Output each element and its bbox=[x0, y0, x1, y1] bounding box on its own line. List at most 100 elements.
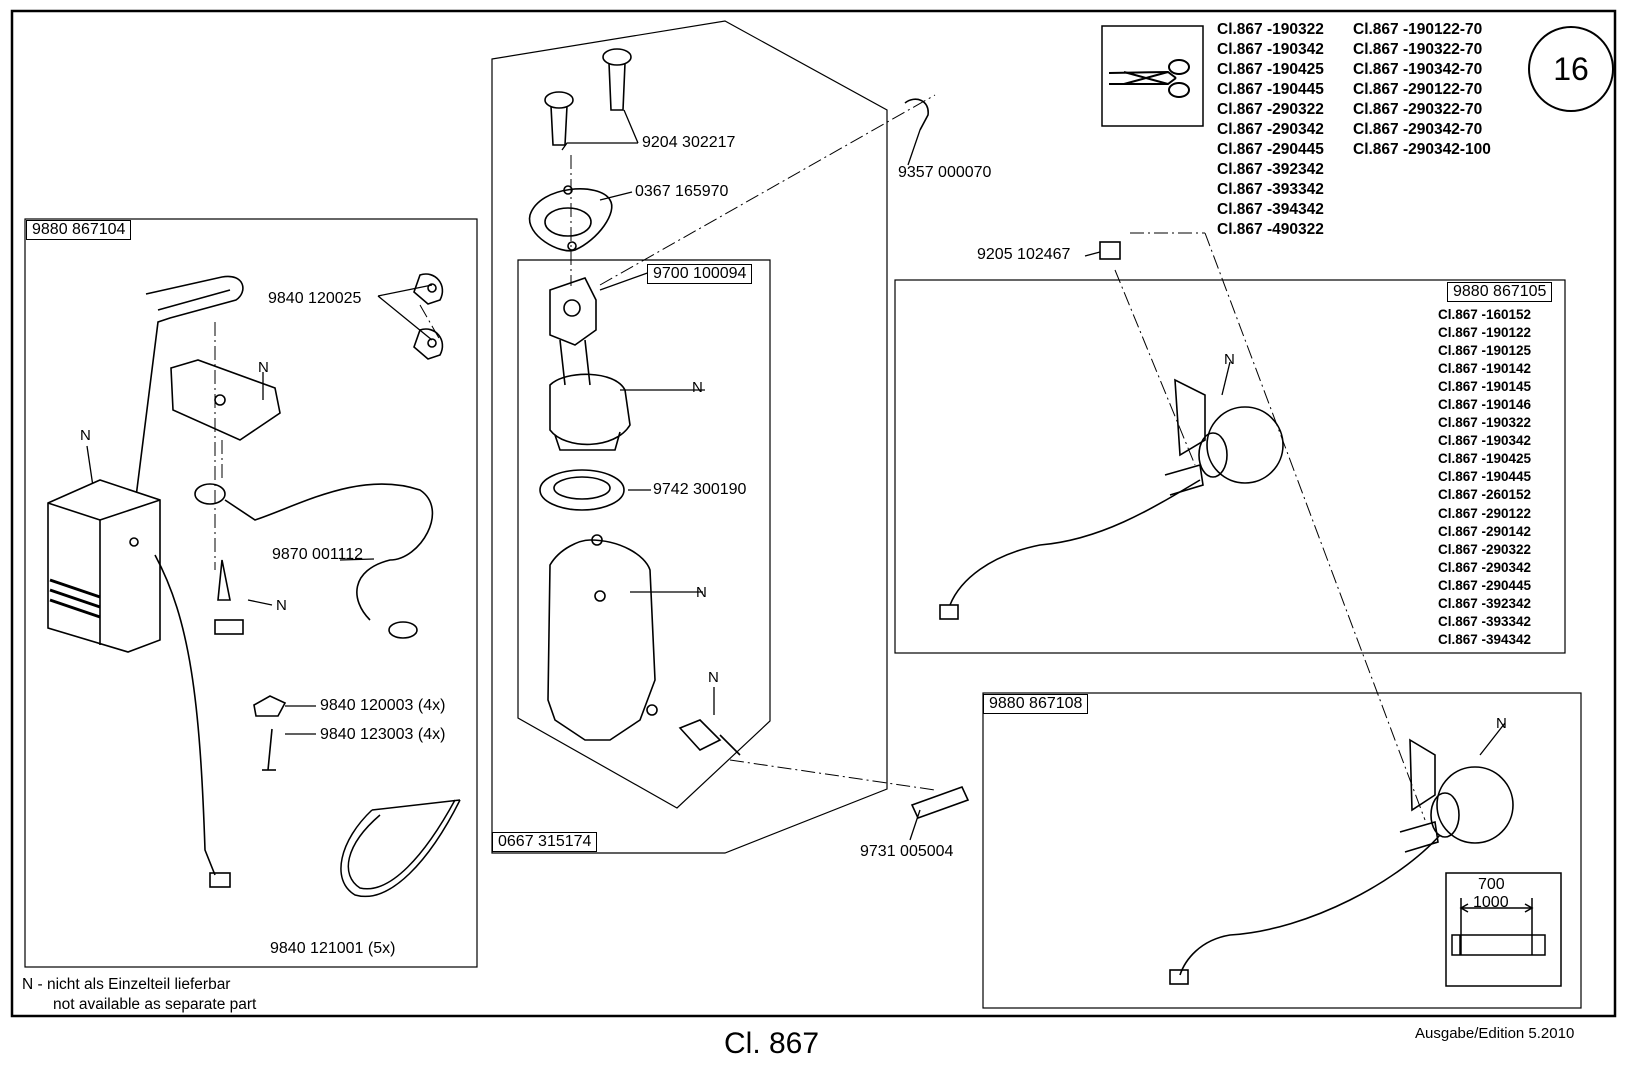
n-marker: N bbox=[692, 379, 703, 396]
class-item: Cl.867 -392342 bbox=[1217, 161, 1324, 178]
bracket-part bbox=[170, 359, 281, 441]
part-label-9840-120025: 9840 120025 bbox=[268, 290, 362, 307]
class-item: Cl.867 -490322 bbox=[1217, 221, 1324, 238]
frame-9700-100094 bbox=[517, 259, 771, 809]
n-marker: N bbox=[1224, 351, 1235, 368]
part-label-9840-123003: 9840 123003 (4x) bbox=[320, 726, 446, 743]
dimension-box bbox=[1445, 872, 1562, 987]
assembly-867105-class-list: Cl.867 -160152 Cl.867 -190122 Cl.867 -19… bbox=[1438, 306, 1531, 649]
class-item: Cl.867 -190342-70 bbox=[1353, 61, 1483, 78]
class-item: Cl.867 -190425 bbox=[1217, 61, 1324, 78]
class-item: Cl.867 -392342 bbox=[1438, 595, 1532, 611]
assembly-label-315174: 0667 315174 bbox=[492, 832, 598, 852]
class-item: Cl.867 -160152 bbox=[1438, 307, 1532, 322]
class-item: Cl.867 -394342 bbox=[1217, 201, 1324, 218]
sheet-title: Cl. 867 bbox=[724, 1027, 820, 1060]
flange-part bbox=[528, 185, 613, 252]
class-item: Cl.867 -190145 bbox=[1438, 379, 1532, 395]
class-item: Cl.867 -290122-70 bbox=[1353, 81, 1483, 98]
class-item: Cl.867 -290142 bbox=[1438, 523, 1532, 539]
class-item: Cl.867 -190125 bbox=[1438, 343, 1532, 359]
part-label-9840-121001: 9840 121001 (5x) bbox=[270, 940, 396, 957]
housing-part bbox=[547, 534, 658, 741]
class-item: Cl.867 -190146 bbox=[1438, 397, 1532, 413]
setscrew-9205 bbox=[1099, 241, 1121, 260]
part-label-9870-001112: 9870 001112 bbox=[272, 546, 364, 563]
assembly-label-100094: 9700 100094 bbox=[647, 264, 753, 284]
dimension-drawing bbox=[1451, 898, 1546, 956]
clamp-parts bbox=[413, 273, 444, 360]
page-number: 16 bbox=[1528, 26, 1614, 112]
class-item: Cl.867 -190322-70 bbox=[1353, 41, 1483, 58]
part-label-9357-000070: 9357 000070 bbox=[898, 164, 992, 181]
class-item: Cl.867 -290122 bbox=[1438, 505, 1532, 521]
sheet-frame bbox=[10, 9, 1617, 1018]
n-marker: N bbox=[1496, 715, 1507, 732]
frame-9880-867108 bbox=[982, 692, 1582, 1009]
class-item: Cl.867 -290342 bbox=[1438, 559, 1532, 575]
class-item: Cl.867 -190342 bbox=[1217, 41, 1324, 58]
n-marker: N bbox=[708, 669, 719, 686]
class-item: Cl.867 -190322 bbox=[1217, 21, 1324, 38]
class-item: Cl.867 -190122-70 bbox=[1353, 21, 1483, 38]
assembly-label-867108: 9880 867108 bbox=[983, 694, 1089, 714]
note-german: N - nicht als Einzelteil lieferbar bbox=[22, 976, 231, 993]
dimension-700: 700 bbox=[1478, 876, 1505, 893]
scissors-box bbox=[1101, 25, 1204, 127]
dimension-1000: 1000 bbox=[1473, 894, 1509, 911]
scissors-icon bbox=[1108, 59, 1190, 98]
class-item: Cl.867 -190142 bbox=[1438, 361, 1532, 377]
class-item: Cl.867 -393342 bbox=[1217, 181, 1324, 198]
clip-9357 bbox=[904, 98, 929, 131]
piston-part bbox=[549, 277, 631, 451]
class-item: Cl.867 -190342 bbox=[1438, 433, 1532, 449]
edition-label: Ausgabe/Edition 5.2010 bbox=[1415, 1025, 1575, 1042]
class-item: Cl.867 -290342 bbox=[1217, 121, 1324, 138]
note-english: not available as separate part bbox=[53, 996, 257, 1013]
class-item: Cl.867 -394342 bbox=[1438, 631, 1532, 647]
class-list-col2: Cl.867 -190122-70 Cl.867 -190322-70 Cl.8… bbox=[1353, 20, 1491, 160]
n-marker: N bbox=[80, 427, 91, 444]
class-item: Cl.867 -290445 bbox=[1438, 577, 1532, 593]
class-item: Cl.867 -190445 bbox=[1217, 81, 1324, 98]
class-item: Cl.867 -290322-70 bbox=[1353, 101, 1483, 118]
part-label-9840-120003: 9840 120003 (4x) bbox=[320, 697, 446, 714]
frame-9880-867104 bbox=[24, 218, 478, 968]
class-item: Cl.867 -190322 bbox=[1438, 415, 1532, 431]
screw-part bbox=[214, 559, 244, 635]
cable-tie-part bbox=[340, 799, 461, 898]
sleeve-part bbox=[910, 785, 970, 820]
assembly-label-867104: 9880 867104 bbox=[26, 220, 132, 240]
frame-9880-867105 bbox=[894, 279, 1566, 654]
sensor-9880-867108 bbox=[1169, 738, 1514, 985]
class-item: Cl.867 -190122 bbox=[1438, 325, 1532, 341]
clip-pin-parts bbox=[253, 695, 287, 771]
sensor-connector bbox=[678, 719, 741, 756]
class-list-col1: Cl.867 -190322 Cl.867 -190342 Cl.867 -19… bbox=[1217, 20, 1324, 240]
screws-9204 bbox=[544, 48, 632, 146]
part-label-9205-102467: 9205 102467 bbox=[977, 246, 1071, 263]
part-label-9742-300190: 9742 300190 bbox=[653, 481, 747, 498]
sensor-9880-867105 bbox=[939, 378, 1284, 620]
ring-part bbox=[539, 469, 625, 511]
ground-cable bbox=[194, 483, 434, 639]
class-item: Cl.867 -393342 bbox=[1438, 613, 1532, 629]
class-item: Cl.867 -190445 bbox=[1438, 469, 1532, 485]
part-label-0367-165970: 0367 165970 bbox=[635, 183, 729, 200]
class-item: Cl.867 -260152 bbox=[1438, 487, 1532, 503]
n-marker: N bbox=[696, 584, 707, 601]
n-marker: N bbox=[276, 597, 287, 614]
part-label-9731-005004: 9731 005004 bbox=[860, 843, 954, 860]
class-item: Cl.867 -290342-70 bbox=[1353, 121, 1483, 138]
class-item: Cl.867 -290445 bbox=[1217, 141, 1324, 158]
class-item: Cl.867 -290322 bbox=[1438, 541, 1532, 557]
n-marker: N bbox=[258, 359, 269, 376]
frame-0667-315174 bbox=[491, 20, 888, 854]
class-item: Cl.867 -290342-100 bbox=[1353, 141, 1491, 158]
class-item: Cl.867 -290322 bbox=[1217, 101, 1324, 118]
part-label-9204-302217: 9204 302217 bbox=[642, 134, 736, 151]
assembly-label-867105: 9880 867105 bbox=[1447, 282, 1553, 302]
class-item: Cl.867 -190425 bbox=[1438, 451, 1532, 467]
